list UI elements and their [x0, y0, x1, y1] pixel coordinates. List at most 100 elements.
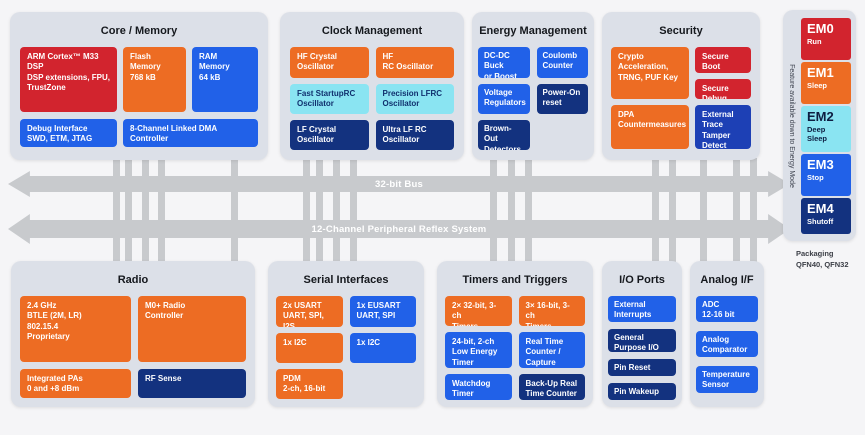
bus-connector — [525, 158, 532, 266]
bus-32bit-label: 32-bit Bus — [375, 178, 423, 190]
panel-radio-title: Radio — [117, 274, 149, 286]
em2-sub: Deep Sleep — [807, 124, 828, 143]
block-ram-memory: RAM Memory 64 kB — [192, 47, 258, 112]
em3-name: EM3 — [807, 157, 834, 172]
block-watchdog-timer: Watchdog Timer — [445, 374, 512, 400]
panel-security: Security Crypto Acceleration, TRNG, PUF … — [602, 12, 760, 160]
energy-mode-em3: EM3 Stop — [801, 154, 851, 196]
panel-serial-title: Serial Interfaces — [303, 274, 389, 286]
panel-timers-title: Timers and Triggers — [462, 274, 568, 286]
block-real-time-counter: Real Time Counter / Capture — [518, 332, 585, 368]
energy-mode-em1: EM1 Sleep — [801, 62, 851, 104]
block-i2c-a: 1x I2C — [276, 333, 343, 363]
bus-connector — [700, 158, 707, 266]
block-coulomb-counter: Coulomb Counter — [536, 47, 588, 78]
block-i2c-b: 1x I2C — [349, 333, 416, 363]
block-precision-lfrc-oscillator: Precision LFRC Oscillator — [375, 84, 454, 114]
panel-io-title: I/O Ports — [619, 274, 665, 286]
panel-serial-interfaces: Serial Interfaces 2x USART UART, SPI, I2… — [268, 261, 424, 407]
block-16bit-timers: 3× 16-bit, 3-ch Timers — [518, 296, 585, 326]
bus-connector — [350, 158, 357, 266]
block-hf-rc-oscillator: HF RC Oscillator — [375, 47, 454, 78]
block-integrated-pas: Integrated PAs 0 and +8 dBm — [20, 369, 131, 398]
panel-clock-management: Clock Management HF Crystal Oscillator H… — [280, 12, 464, 160]
bus-connector — [652, 158, 659, 266]
block-24ghz-radio: 2.4 GHz BTLE (2M, LR) 802.15.4 Proprieta… — [20, 296, 131, 362]
panel-timers-triggers: Timers and Triggers 2× 32-bit, 3-ch Time… — [437, 261, 593, 407]
bus-connector — [125, 158, 132, 266]
block-usart: 2x USART UART, SPI, I2S — [276, 296, 343, 327]
em2-name: EM2 — [807, 109, 834, 124]
panel-radio: Radio 2.4 GHz BTLE (2M, LR) 802.15.4 Pro… — [11, 261, 255, 407]
panel-core-memory-title: Core / Memory — [100, 25, 178, 37]
block-pin-wakeup: Pin Wakeup — [608, 383, 676, 400]
bus-connector — [316, 158, 323, 266]
bus-connector — [158, 158, 165, 266]
bus-connector — [333, 158, 340, 266]
bus-connector — [733, 158, 740, 266]
block-backup-real-time-counter: Back-Up Real Time Counter — [518, 374, 585, 400]
bus-connector — [303, 158, 310, 266]
block-general-purpose-io: General Purpose I/O — [608, 329, 676, 352]
block-lf-crystal-oscillator: LF Crystal Oscillator — [290, 120, 369, 150]
block-power-on-reset: Power-On reset — [536, 84, 588, 114]
panel-io-ports: I/O Ports External Interrupts General Pu… — [602, 261, 682, 407]
block-dma-controller: 8-Channel Linked DMA Controller — [123, 119, 258, 147]
block-fast-startup-rc-oscillator: Fast StartupRC Oscillator — [290, 84, 369, 114]
bus-prs-label: 12-Channel Peripheral Reflex System — [311, 223, 487, 235]
block-rf-sense: RF Sense — [138, 369, 246, 398]
panel-core-memory: Core / Memory ARM Cortex™ M33 DSP DSP ex… — [10, 12, 268, 160]
block-low-energy-timer: 24-bit, 2-ch Low Energy Timer — [445, 332, 512, 368]
bus-connector — [669, 158, 676, 266]
block-brown-out-detectors: Brown-Out Detectors — [478, 120, 530, 150]
block-flash-memory: Flash Memory 768 kB — [123, 47, 186, 112]
energy-mode-em2: EM2 Deep Sleep — [801, 106, 851, 152]
block-hf-crystal-oscillator: HF Crystal Oscillator — [290, 47, 369, 78]
block-external-trace-tamper-detect: External Trace Tamper Detect — [695, 105, 751, 149]
bus-connector — [750, 158, 757, 266]
block-analog-comparator: Analog Comparator — [696, 331, 758, 357]
panel-analog-if: Analog I/F ADC 12-16 bit Analog Comparat… — [690, 261, 764, 407]
em0-sub: Run — [807, 36, 822, 46]
em1-sub: Sleep — [807, 80, 828, 90]
block-ultra-lf-rc-oscillator: Ultra LF RC Oscillator — [375, 120, 454, 150]
block-pdm: PDM 2-ch, 16-bit — [276, 369, 343, 399]
block-dcdc-buck-boost: DC-DC Buck or Boost — [478, 47, 530, 78]
block-dpa-countermeasures: DPA Countermeasures — [611, 105, 689, 149]
bus-connector — [231, 158, 238, 266]
block-m0-radio-controller: M0+ Radio Controller — [138, 296, 246, 362]
packaging-title: Packaging — [796, 249, 834, 258]
block-arm-cortex-m33: ARM Cortex™ M33 DSP DSP extensions, FPU,… — [20, 47, 117, 112]
block-debug-interface: Debug Interface SWD, ETM, JTAG — [20, 119, 117, 147]
panel-security-title: Security — [659, 25, 703, 37]
block-pin-reset: Pin Reset — [608, 359, 676, 376]
packaging-value: QFN40, QFN32 — [796, 259, 849, 269]
packaging-note: Packaging QFN40, QFN32 — [796, 249, 849, 271]
em0-name: EM0 — [807, 21, 834, 36]
block-eusart: 1x EUSART UART, SPI — [349, 296, 416, 327]
bus-connector — [142, 158, 149, 266]
em4-name: EM4 — [807, 201, 834, 216]
panel-energy-title: Energy Management — [479, 25, 587, 37]
panel-energy-modes: Feature available down to Energy Mode EM… — [783, 10, 856, 241]
block-secure-boot: Secure Boot RTSL — [695, 47, 751, 73]
block-secure-debug: Secure Debug — [695, 79, 751, 99]
panel-energy-management: Energy Management DC-DC Buck or Boost Co… — [472, 12, 594, 160]
energy-mode-rotated-label: Feature available down to Energy Mode — [788, 63, 795, 188]
block-crypto-acceleration: Crypto Acceleration, TRNG, PUF Key — [611, 47, 689, 99]
block-voltage-regulators: Voltage Regulators — [478, 84, 530, 114]
energy-mode-em4: EM4 Shutoff — [801, 198, 851, 234]
panel-clock-title: Clock Management — [321, 25, 423, 37]
block-adc: ADC 12-16 bit — [696, 296, 758, 322]
block-32bit-timers: 2× 32-bit, 3-ch Timers — [445, 296, 512, 326]
bus-connector — [113, 158, 120, 266]
block-external-interrupts: External Interrupts — [608, 296, 676, 322]
panel-analog-title: Analog I/F — [700, 274, 754, 286]
em4-sub: Shutoff — [807, 216, 834, 226]
block-temperature-sensor: Temperature Sensor — [696, 366, 758, 393]
em3-sub: Stop — [807, 172, 824, 182]
bus-connector — [490, 158, 497, 266]
energy-mode-em0: EM0 Run — [801, 18, 851, 60]
em1-name: EM1 — [807, 65, 834, 80]
bus-connector — [508, 158, 515, 266]
